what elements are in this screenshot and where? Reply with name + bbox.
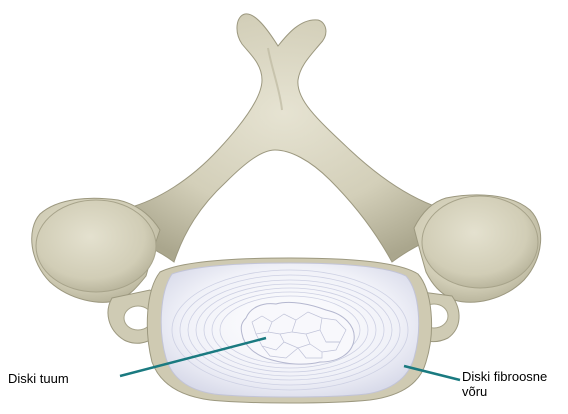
annulus-label-line1: Diski fibroosne [462, 369, 547, 384]
vertebral-arch [112, 14, 456, 262]
nucleus-label: Diski tuum [8, 371, 69, 386]
annulus-label-line2: võru [462, 384, 547, 399]
left-transverse-process [32, 198, 164, 343]
nucleus-label-text: Diski tuum [8, 371, 69, 386]
annulus-label: Diski fibroosne võru [462, 369, 547, 399]
